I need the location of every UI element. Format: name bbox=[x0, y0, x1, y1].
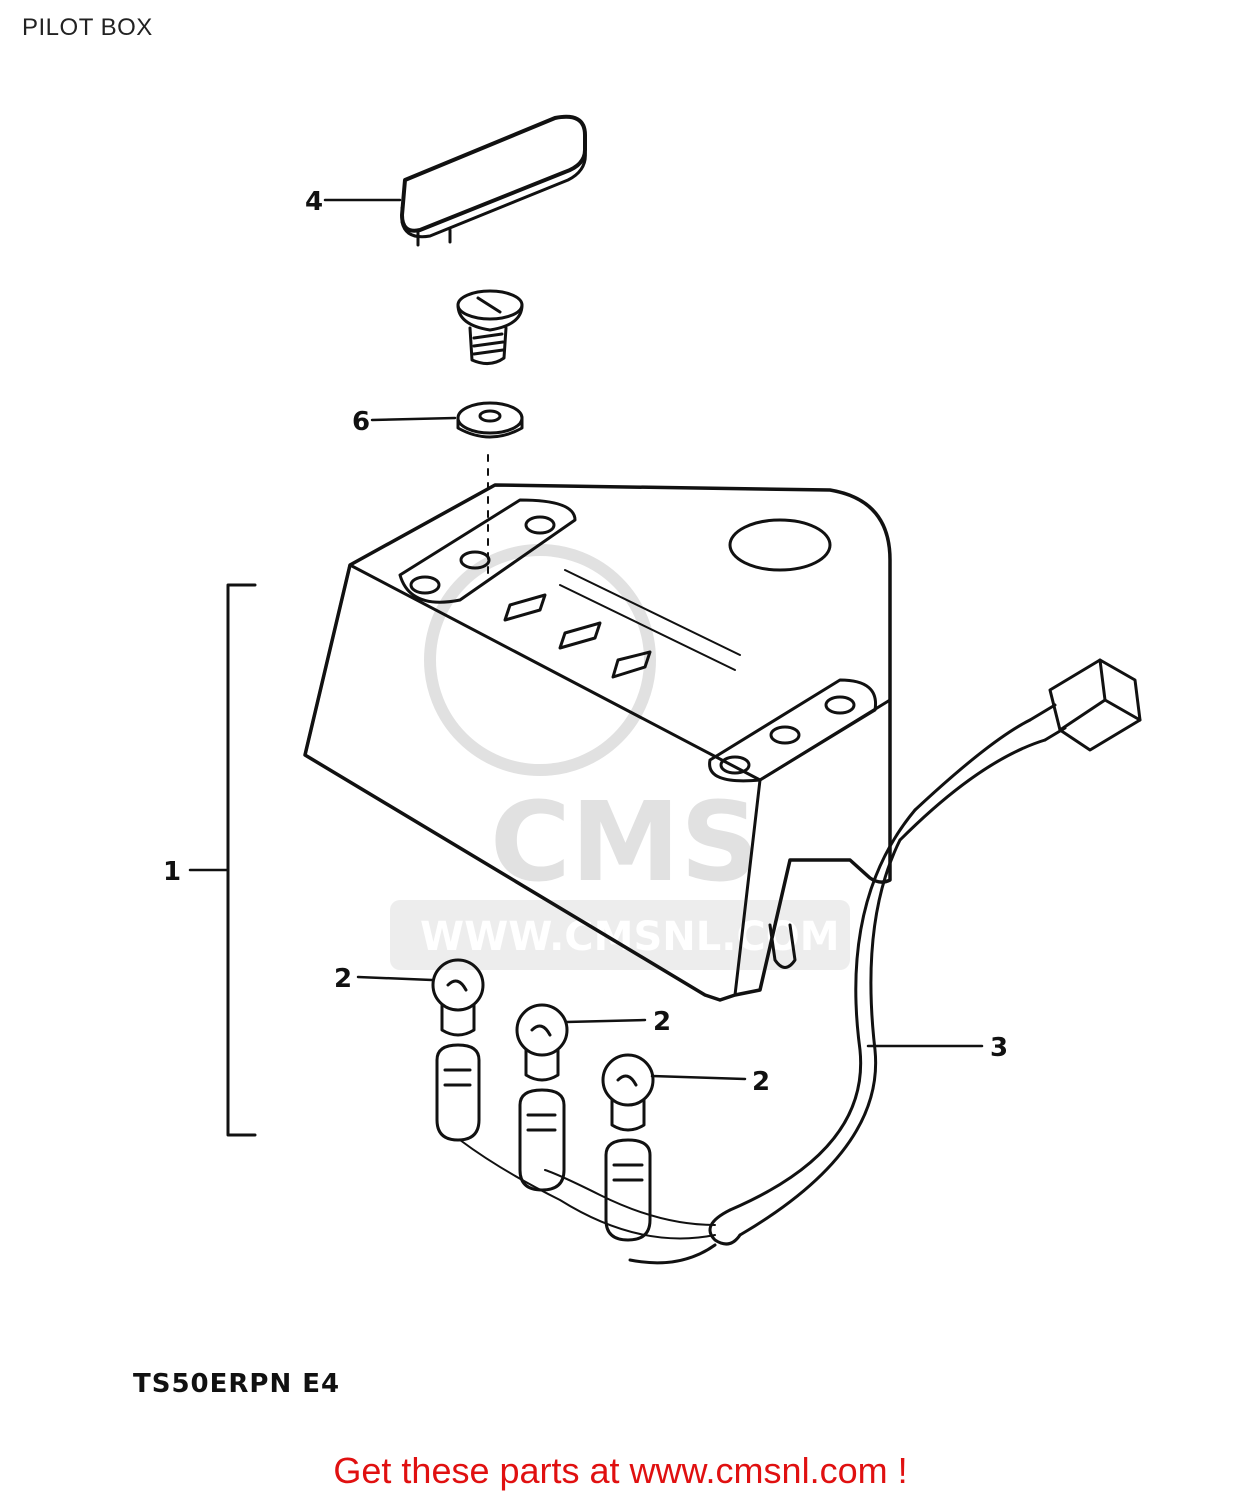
bulb-part-3 bbox=[601, 1053, 655, 1242]
callout-2a: 2 bbox=[334, 964, 352, 994]
bulb-part-1 bbox=[431, 958, 485, 1142]
callout-6: 6 bbox=[352, 407, 370, 437]
callout-2c: 2 bbox=[752, 1067, 770, 1097]
model-code: TS50ERPN E4 bbox=[133, 1369, 340, 1399]
get-parts-link[interactable]: Get these parts at www.cmsnl.com ! bbox=[333, 1450, 908, 1491]
callout-1: 1 bbox=[163, 857, 181, 887]
callout-2b: 2 bbox=[653, 1007, 671, 1037]
screw-part bbox=[456, 289, 524, 365]
watermark: CMS WWW.CMSNL.COM bbox=[390, 544, 850, 970]
callout-3: 3 bbox=[990, 1033, 1008, 1063]
svg-text:CMS: CMS bbox=[490, 778, 759, 906]
callout-4: 4 bbox=[305, 187, 323, 217]
bulb-part-2 bbox=[515, 1003, 569, 1192]
pilot-box-housing bbox=[303, 483, 892, 1002]
wire-harness-part bbox=[459, 658, 1142, 1265]
washer-part bbox=[456, 401, 524, 439]
cap-part bbox=[400, 114, 587, 247]
page-title: PILOT BOX bbox=[22, 14, 153, 41]
